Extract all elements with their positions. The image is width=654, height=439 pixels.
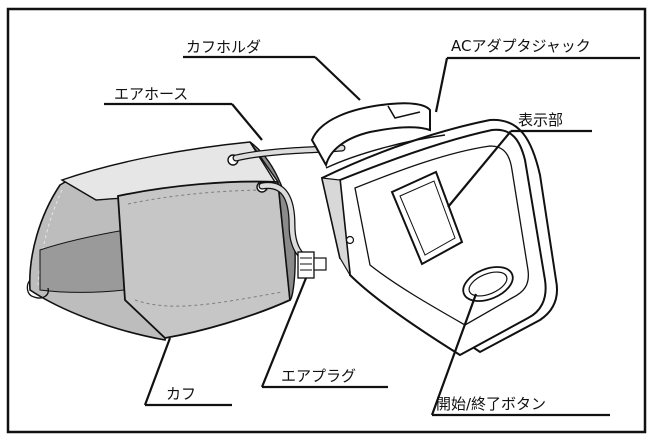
display-window — [390, 170, 464, 266]
monitor-device-illustration — [310, 102, 558, 357]
label-start-stop-button: 開始/終了ボタン — [436, 395, 546, 413]
label-ac-adapter-jack: ACアダプタジャック — [451, 37, 591, 55]
label-air-hose: エアホース — [114, 85, 188, 103]
air-plug-part — [297, 251, 315, 279]
cuff-illustration — [26, 141, 296, 341]
label-air-plug: エアプラグ — [281, 367, 356, 385]
label-cuff-holder: カフホルダ — [186, 38, 261, 56]
label-cuff: カフ — [166, 385, 196, 403]
leader-lines — [104, 55, 640, 417]
label-display: 表示部 — [518, 111, 563, 129]
